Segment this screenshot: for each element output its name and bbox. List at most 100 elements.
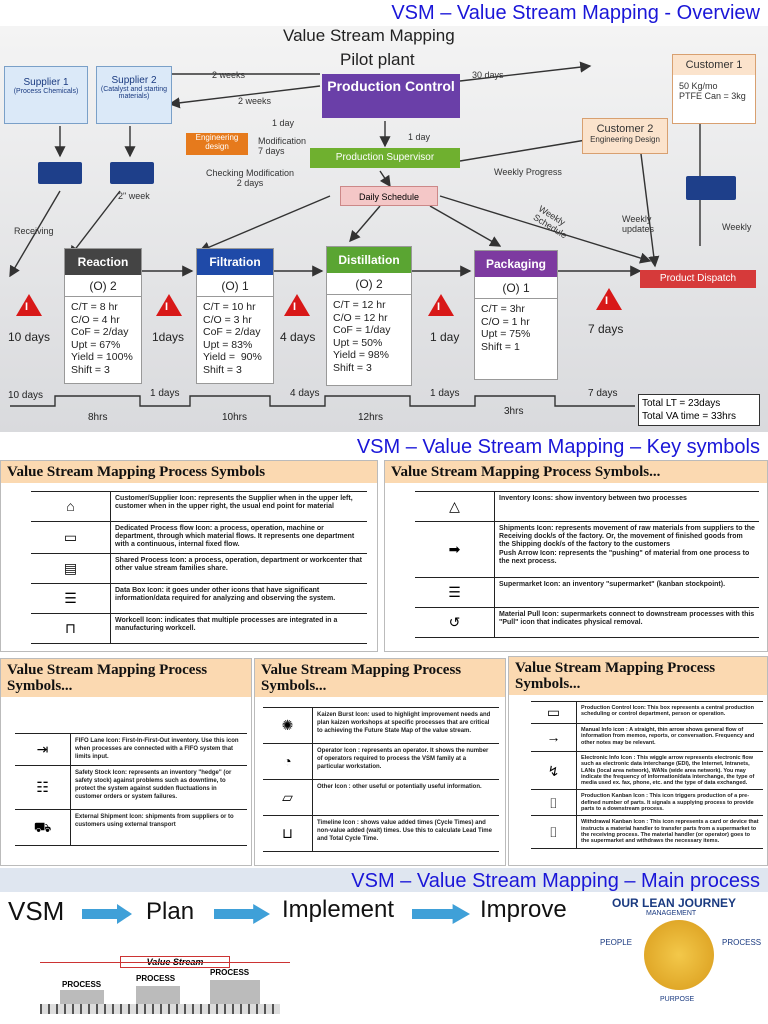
symbol-row: ☰Data Box Icon: it goes under other icon… (31, 582, 367, 613)
symbol-row: →Manual Info icon : A straight, thin arr… (531, 723, 763, 751)
label-weekly: Weekly (722, 222, 752, 232)
symbol-row: ⌷Production Kanban Icon : This icon trig… (531, 789, 763, 816)
symbols-card-1: Value Stream Mapping Process Symbols ⌂Cu… (0, 460, 378, 652)
truck-icon (686, 176, 736, 200)
card-title: Value Stream Mapping Process Symbols... (255, 659, 505, 697)
timeline-icon: ⊔ (263, 816, 313, 851)
symbol-desc: Operator Icon : represents an operator. … (317, 748, 489, 771)
process-operators: (O) 1 (197, 275, 273, 297)
supplier2-box: Supplier 2 (Catalyst and starting materi… (96, 66, 172, 124)
symbol-desc: Production Control Icon: This box repres… (581, 705, 754, 718)
arrow-right-icon (214, 904, 270, 924)
timeline-days: 1 days (150, 388, 180, 399)
step-plan: Plan (146, 898, 195, 925)
timeline-hrs: 8hrs (88, 412, 108, 423)
symbol-row: ☰Supermarket Icon: an inventory "superma… (415, 577, 759, 607)
card-title: Value Stream Mapping Process Symbols... (385, 461, 767, 483)
customer2-box: Customer 2 Engineering Design (582, 118, 668, 154)
inventory-days: 1days (152, 330, 185, 344)
arrow-right-icon (412, 904, 470, 924)
symbol-desc: Workcell Icon: indicates that multiple p… (115, 616, 338, 632)
symbol-row: ☷Safety Stock Icon: represents an invent… (15, 764, 247, 809)
kaizen-burst-icon: ✺ (263, 708, 313, 743)
process-operators: (O) 2 (327, 273, 411, 295)
product-dispatch-box: Product Dispatch (640, 270, 756, 288)
label-weekly-progress: Weekly Progress (494, 167, 562, 177)
symbol-row: ⊓Workcell Icon: indicates that multiple … (31, 612, 367, 643)
main-process-section: VSM Plan Implement Improve Value Stream … (0, 892, 768, 1024)
symbol-row: △ Inventory Icons: show inventory between… (415, 491, 759, 521)
truck-icon (38, 162, 82, 184)
symbol-row: ↺Material Pull Icon: supermarkets connec… (415, 607, 759, 637)
label-2-weeks-a: 2 weeks (212, 70, 246, 80)
symbol-desc: Data Box Icon: it goes under other icons… (115, 586, 336, 602)
symbol-desc: Inventory Icons: show inventory between … (499, 495, 687, 502)
timeline-hrs: 12hrs (358, 412, 384, 423)
customer1-box: Customer 1 50 Kg/mo PTFE Can = 3kg (672, 54, 756, 124)
banner-key-symbols: VSM – Value Stream Mapping – Key symbols (0, 434, 768, 460)
engineering-design-box: Engineering design (186, 133, 248, 155)
customer2-label: Customer 2 (596, 123, 654, 135)
truck-icon: ⛟ (15, 809, 71, 845)
process-reaction: Reaction (O) 2 C/T = 8 hr C/O = 4 hr CoF… (64, 248, 142, 384)
inventory-warning-icon: I (596, 288, 622, 310)
symbol-desc: Material Pull Icon: supermarkets connect… (499, 611, 755, 627)
process-label: PROCESS (62, 980, 102, 989)
inventory-warning-icon: I (284, 294, 310, 316)
vsm-diagram: Value Stream Mapping Pilot plant Supplie… (0, 26, 768, 432)
symbol-row: ▭Dedicated Process flow Icon: a process,… (31, 521, 367, 553)
timeline-days: 7 days (588, 388, 618, 399)
symbol-row: ➡Shipments Icon: represents movement of … (415, 521, 759, 577)
journey-management: MANAGEMENT (646, 910, 697, 917)
symbol-desc: FIFO Lane Icon: First-In-First-Out inven… (75, 738, 239, 761)
total-lt: Total LT = 23days (642, 398, 721, 409)
process-label: PROCESS (210, 968, 250, 977)
value-stream-diagram: Value Stream PROCESS PROCESS PROCESS (40, 950, 300, 1020)
symbol-row: ⇥FIFO Lane Icon: First-In-First-Out inve… (15, 733, 247, 765)
step-improve: Improve (480, 896, 567, 923)
production-kanban-icon: ⌷ (531, 790, 577, 816)
process-name: Distillation (327, 247, 411, 273)
symbols-card-5: Value Stream Mapping Process Symbols... … (508, 656, 768, 866)
withdrawal-kanban-icon: ⌷ (531, 816, 577, 848)
manual-info-icon: → (531, 724, 577, 751)
shipment-icon: ➡ (415, 522, 495, 577)
card-title: Value Stream Mapping Process Symbols... (509, 657, 767, 695)
safety-stock-icon: ☷ (15, 765, 71, 809)
supplier2-sub: (Catalyst and starting materials) (100, 86, 168, 100)
inventory-warning-icon: I (16, 294, 42, 316)
arrow-right-icon (82, 904, 132, 924)
symbols-card-2: Value Stream Mapping Process Symbols... … (384, 460, 768, 652)
step-implement: Implement (282, 896, 395, 923)
inventory-days: 7 days (588, 322, 624, 336)
process-operators: (O) 2 (65, 275, 141, 297)
symbol-desc: Kaizen Burst Icon: used to highlight imp… (317, 712, 491, 735)
symbols-card-3: Value Stream Mapping Process Symbols... … (0, 658, 252, 866)
process-operators: (O) 1 (475, 277, 557, 299)
symbol-row: ⊔Timeline Icon : shows value added times… (263, 815, 499, 851)
symbol-row: ◔Operator Icon : represents an operator.… (263, 743, 499, 779)
banner-main-process: VSM – Value Stream Mapping – Main proces… (0, 868, 768, 894)
supermarket-icon: ☰ (415, 578, 495, 607)
inventory-icon: △ (415, 492, 495, 521)
journey-purpose: PURPOSE (660, 996, 695, 1003)
label-2nd-week: 2" week (118, 191, 150, 201)
inventory-warning-icon: I (156, 294, 182, 316)
customer2-sub: Engineering Design (590, 135, 660, 144)
journey-process: PROCESS (722, 938, 762, 947)
process-label: PROCESS (136, 974, 176, 983)
inventory-warning-icon: I (428, 294, 454, 316)
symbol-desc: Timeline Icon : shows value added times … (317, 820, 492, 843)
symbol-row: ▤Shared Process Icon: a process, operati… (31, 552, 367, 583)
production-control-box: Production Control (322, 74, 460, 118)
symbol-row: ▱Other Icon : other useful or potentiall… (263, 779, 499, 815)
process-data: C/T = 10 hr C/O = 3 hr CoF = 2/day Upt =… (203, 301, 262, 376)
data-box-icon: ☰ (31, 583, 111, 613)
card-title: Value Stream Mapping Process Symbols... (1, 659, 251, 697)
timeline-days: 4 days (290, 388, 320, 399)
total-va: Total VA time = 33hrs (642, 411, 737, 422)
label-1-day-a: 1 day (272, 118, 295, 128)
journey-title: OUR LEAN JOURNEY (612, 896, 737, 910)
totals-box: Total LT = 23days Total VA time = 33hrs (638, 394, 760, 426)
timeline-hrs: 10hrs (222, 412, 248, 423)
